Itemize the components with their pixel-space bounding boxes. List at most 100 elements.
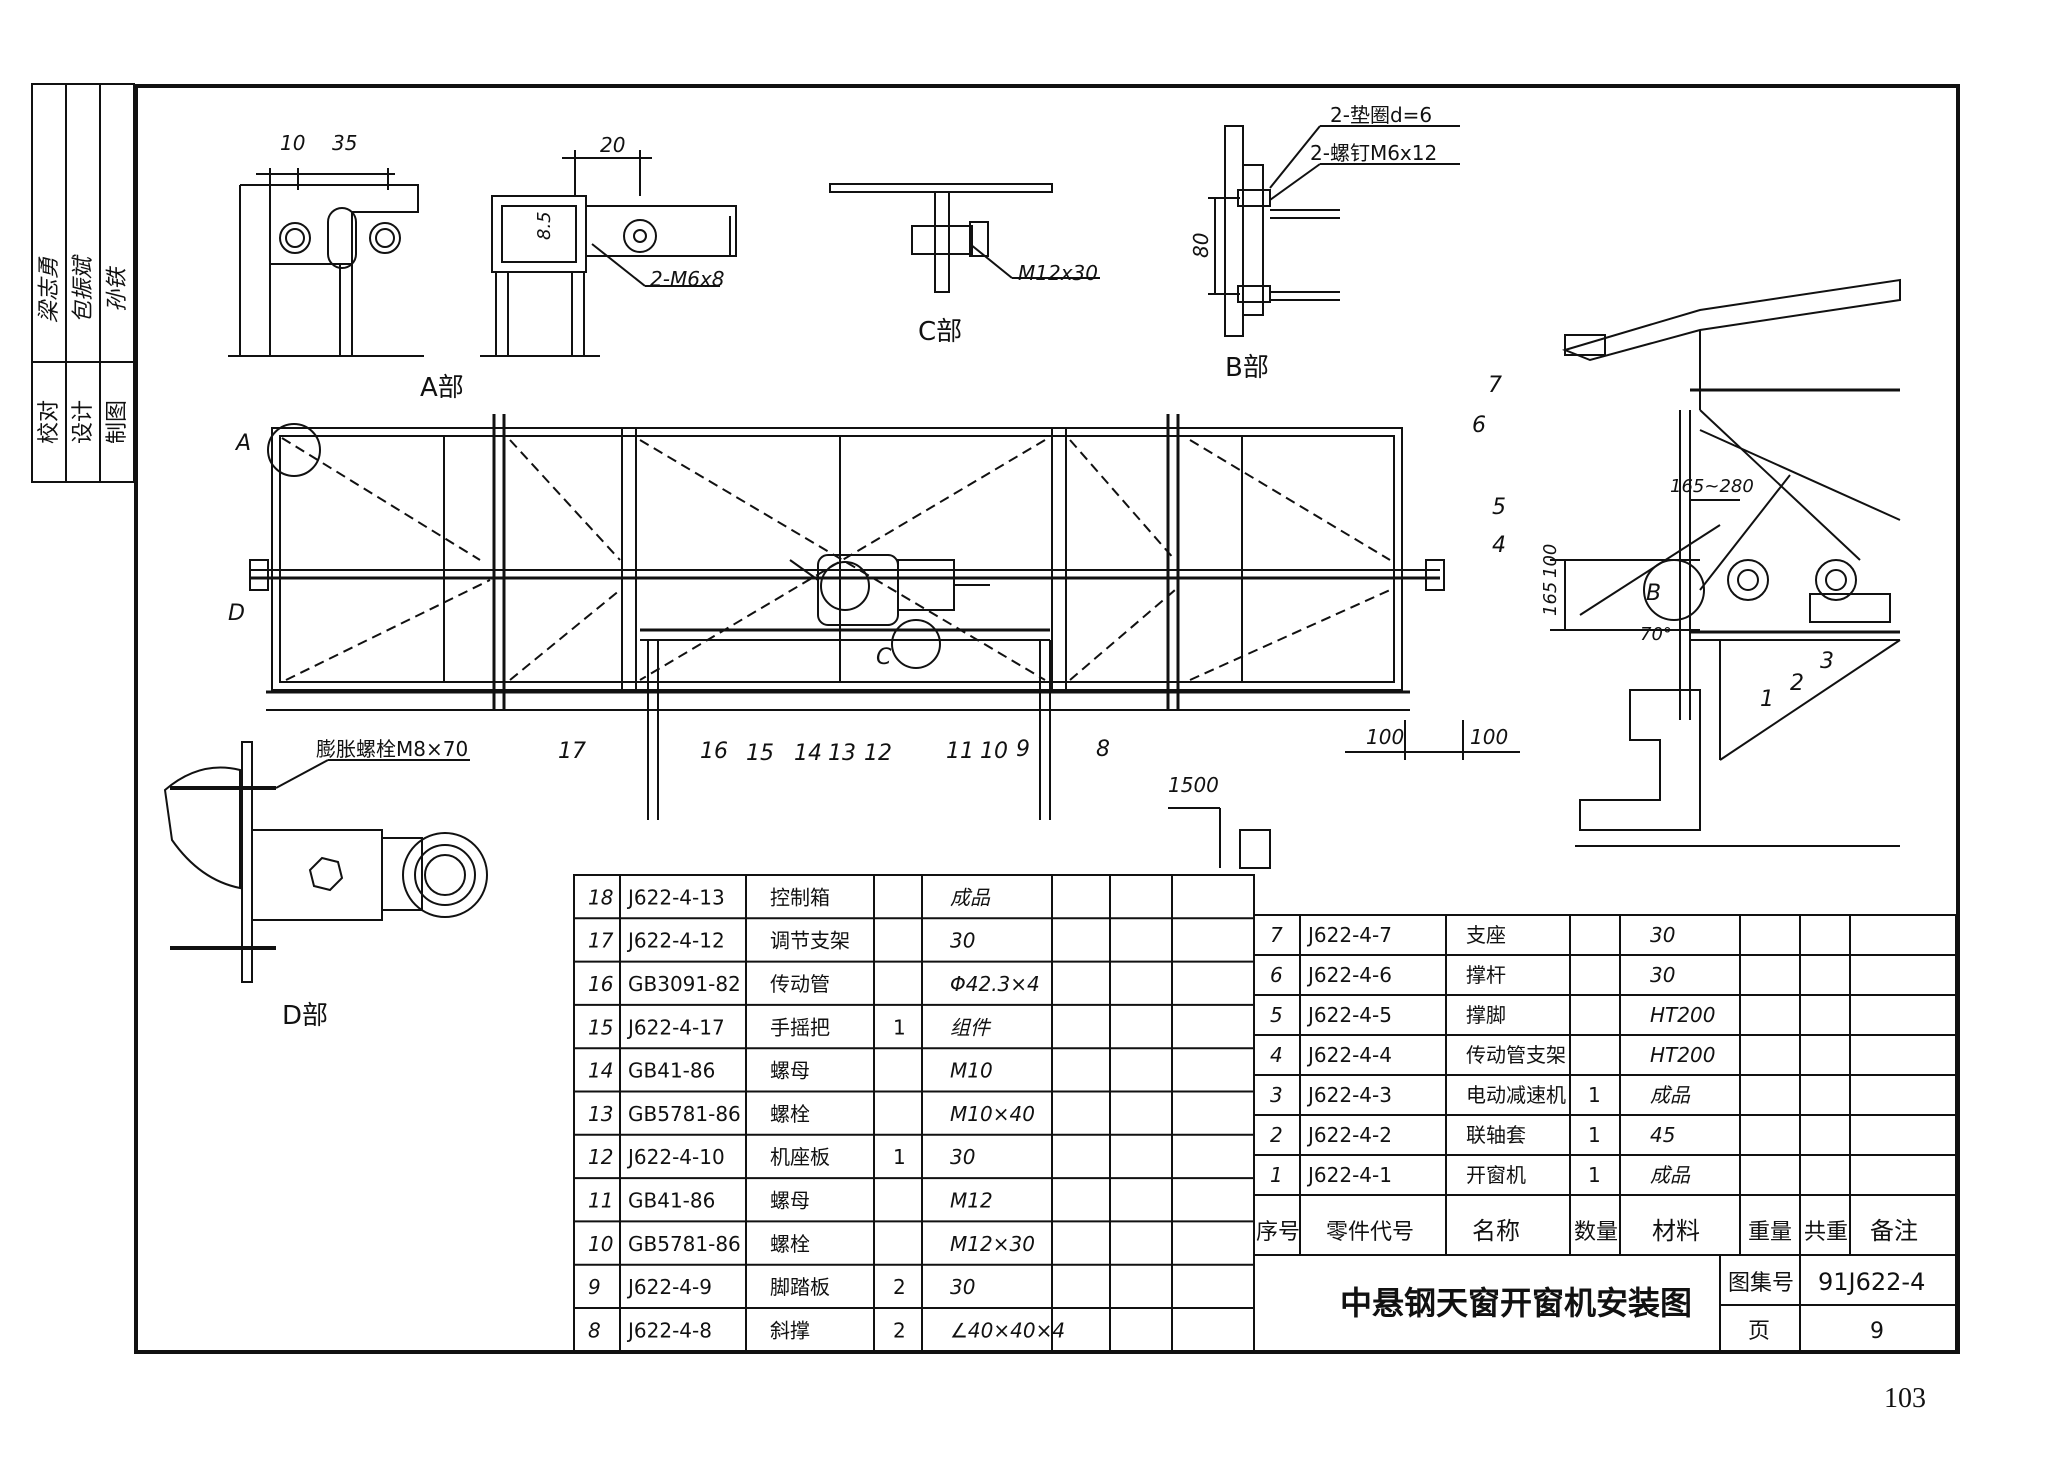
part-code-cell: J622-4-3 bbox=[1306, 1083, 1392, 1107]
marker-d: D bbox=[228, 601, 245, 626]
part-name-cell: 电动减速机 bbox=[1466, 1083, 1566, 1107]
part-code-cell: J622-4-5 bbox=[1306, 1003, 1392, 1027]
part-material-cell: M12×30 bbox=[950, 1232, 1035, 1256]
part-code-cell: GB41-86 bbox=[628, 1189, 715, 1213]
part-name-cell: 撑脚 bbox=[1466, 1003, 1506, 1027]
section-dim-range: 165~280 bbox=[1670, 476, 1754, 497]
part-name-cell: 螺栓 bbox=[770, 1102, 810, 1126]
part-name-cell: 支座 bbox=[1466, 923, 1506, 947]
part-material-cell: 30 bbox=[950, 1275, 975, 1299]
header-qty: 数量 bbox=[1574, 1220, 1618, 1245]
section-item-3: 3 bbox=[1820, 649, 1834, 674]
section-angle: 70° bbox=[1640, 624, 1672, 645]
part-code-cell: J622-4-1 bbox=[1306, 1163, 1392, 1187]
sig-label-design: 设计 bbox=[71, 400, 96, 444]
part-material-cell: 30 bbox=[1650, 923, 1675, 947]
item-15: 15 bbox=[746, 741, 774, 766]
main-view bbox=[249, 414, 1520, 869]
part-name-cell: 调节支架 bbox=[770, 929, 850, 953]
part-no-cell: 7 bbox=[1270, 923, 1283, 947]
header-code: 零件代号 bbox=[1326, 1220, 1414, 1245]
part-code-cell: J622-4-2 bbox=[1306, 1123, 1392, 1147]
sig-label-check: 校对 bbox=[37, 400, 62, 444]
detail-b-callout-1: 2-垫圈d=6 bbox=[1330, 103, 1432, 127]
part-material-cell: 30 bbox=[950, 929, 975, 953]
part-material-cell: HT200 bbox=[1650, 1043, 1715, 1067]
detail-b-label: B部 bbox=[1225, 353, 1269, 383]
part-code-cell: J622-4-8 bbox=[626, 1318, 712, 1342]
dim-100-right: 100 bbox=[1470, 725, 1508, 749]
item-9: 9 bbox=[1016, 737, 1030, 762]
part-no-cell: 8 bbox=[588, 1318, 601, 1342]
detail-a bbox=[228, 168, 424, 357]
page-number-in-block: 9 bbox=[1870, 1319, 1884, 1344]
part-code-cell: J622-4-13 bbox=[626, 885, 725, 909]
part-material-cell: ∠40×40×4 bbox=[950, 1318, 1065, 1342]
header-weight: 重量 bbox=[1748, 1220, 1792, 1245]
part-material-cell: 30 bbox=[950, 1145, 975, 1169]
part-material-cell: M12 bbox=[950, 1189, 993, 1213]
page-number: 103 bbox=[1884, 1383, 1926, 1414]
part-name-cell: 斜撑 bbox=[770, 1318, 810, 1342]
detail-b-dim: 80 bbox=[1189, 233, 1213, 258]
section-marker-b: B bbox=[1646, 581, 1661, 606]
item-8: 8 bbox=[1096, 737, 1110, 762]
part-no-cell: 3 bbox=[1270, 1083, 1283, 1107]
part-name-cell: 传动管支架 bbox=[1466, 1043, 1566, 1067]
part-qty-cell: 2 bbox=[893, 1318, 906, 1342]
part-material-cell: M10 bbox=[950, 1059, 993, 1083]
atlas-number: 91J622-4 bbox=[1818, 1268, 1925, 1296]
part-name-cell: 联轴套 bbox=[1466, 1123, 1526, 1147]
part-qty-cell: 1 bbox=[1588, 1163, 1601, 1187]
item-13: 13 bbox=[828, 741, 856, 766]
part-no-cell: 10 bbox=[588, 1232, 613, 1256]
part-material-cell: Φ42.3×4 bbox=[950, 972, 1040, 996]
item-11: 11 bbox=[946, 739, 974, 764]
part-code-cell: J622-4-12 bbox=[626, 929, 725, 953]
dim-1500: 1500 bbox=[1168, 773, 1219, 797]
part-code-cell: GB41-86 bbox=[628, 1059, 715, 1083]
section-item-1: 1 bbox=[1760, 687, 1774, 712]
part-code-cell: J622-4-10 bbox=[626, 1145, 725, 1169]
detail-b bbox=[1208, 125, 1460, 337]
header-note: 备注 bbox=[1870, 1217, 1918, 1245]
part-no-cell: 12 bbox=[588, 1145, 613, 1169]
part-no-cell: 18 bbox=[588, 885, 613, 909]
detail-c bbox=[829, 183, 1100, 293]
item-5: 5 bbox=[1492, 495, 1506, 520]
part-code-cell: J622-4-9 bbox=[626, 1275, 712, 1299]
title-block-grid bbox=[1253, 1254, 1957, 1352]
drawing-title: 中悬钢天窗开窗机安装图 bbox=[1340, 1284, 1692, 1322]
section-dim-165: 165 bbox=[1540, 582, 1561, 616]
part-code-cell: GB5781-86 bbox=[628, 1102, 741, 1126]
part-no-cell: 11 bbox=[588, 1189, 613, 1213]
part-qty-cell: 1 bbox=[893, 1015, 906, 1039]
part-material-cell: HT200 bbox=[1650, 1003, 1715, 1027]
detail-a-dim-1: 10 bbox=[280, 131, 305, 155]
part-no-cell: 16 bbox=[588, 972, 613, 996]
part-no-cell: 5 bbox=[1270, 1003, 1283, 1027]
marker-c: C bbox=[876, 645, 892, 670]
part-name-cell: 开窗机 bbox=[1466, 1163, 1526, 1187]
detail-a2-callout: 2-M6x8 bbox=[650, 267, 724, 291]
part-code-cell: J622-4-7 bbox=[1306, 923, 1392, 947]
detail-c-callout: M12x30 bbox=[1018, 261, 1098, 285]
header-material: 材料 bbox=[1652, 1217, 1700, 1245]
detail-a2 bbox=[480, 150, 737, 357]
part-material-cell: 45 bbox=[1650, 1123, 1675, 1147]
part-no-cell: 9 bbox=[588, 1275, 601, 1299]
part-qty-cell: 1 bbox=[1588, 1083, 1601, 1107]
part-name-cell: 螺栓 bbox=[770, 1232, 810, 1256]
part-name-cell: 螺母 bbox=[770, 1059, 810, 1083]
part-code-cell: J622-4-4 bbox=[1306, 1043, 1392, 1067]
part-qty-cell: 1 bbox=[1588, 1123, 1601, 1147]
part-qty-cell: 1 bbox=[893, 1145, 906, 1169]
marker-a: A bbox=[234, 431, 251, 456]
part-name-cell: 控制箱 bbox=[770, 885, 830, 909]
header-name: 名称 bbox=[1472, 1217, 1520, 1245]
item-10: 10 bbox=[980, 739, 1008, 764]
section-view bbox=[1550, 278, 1901, 847]
